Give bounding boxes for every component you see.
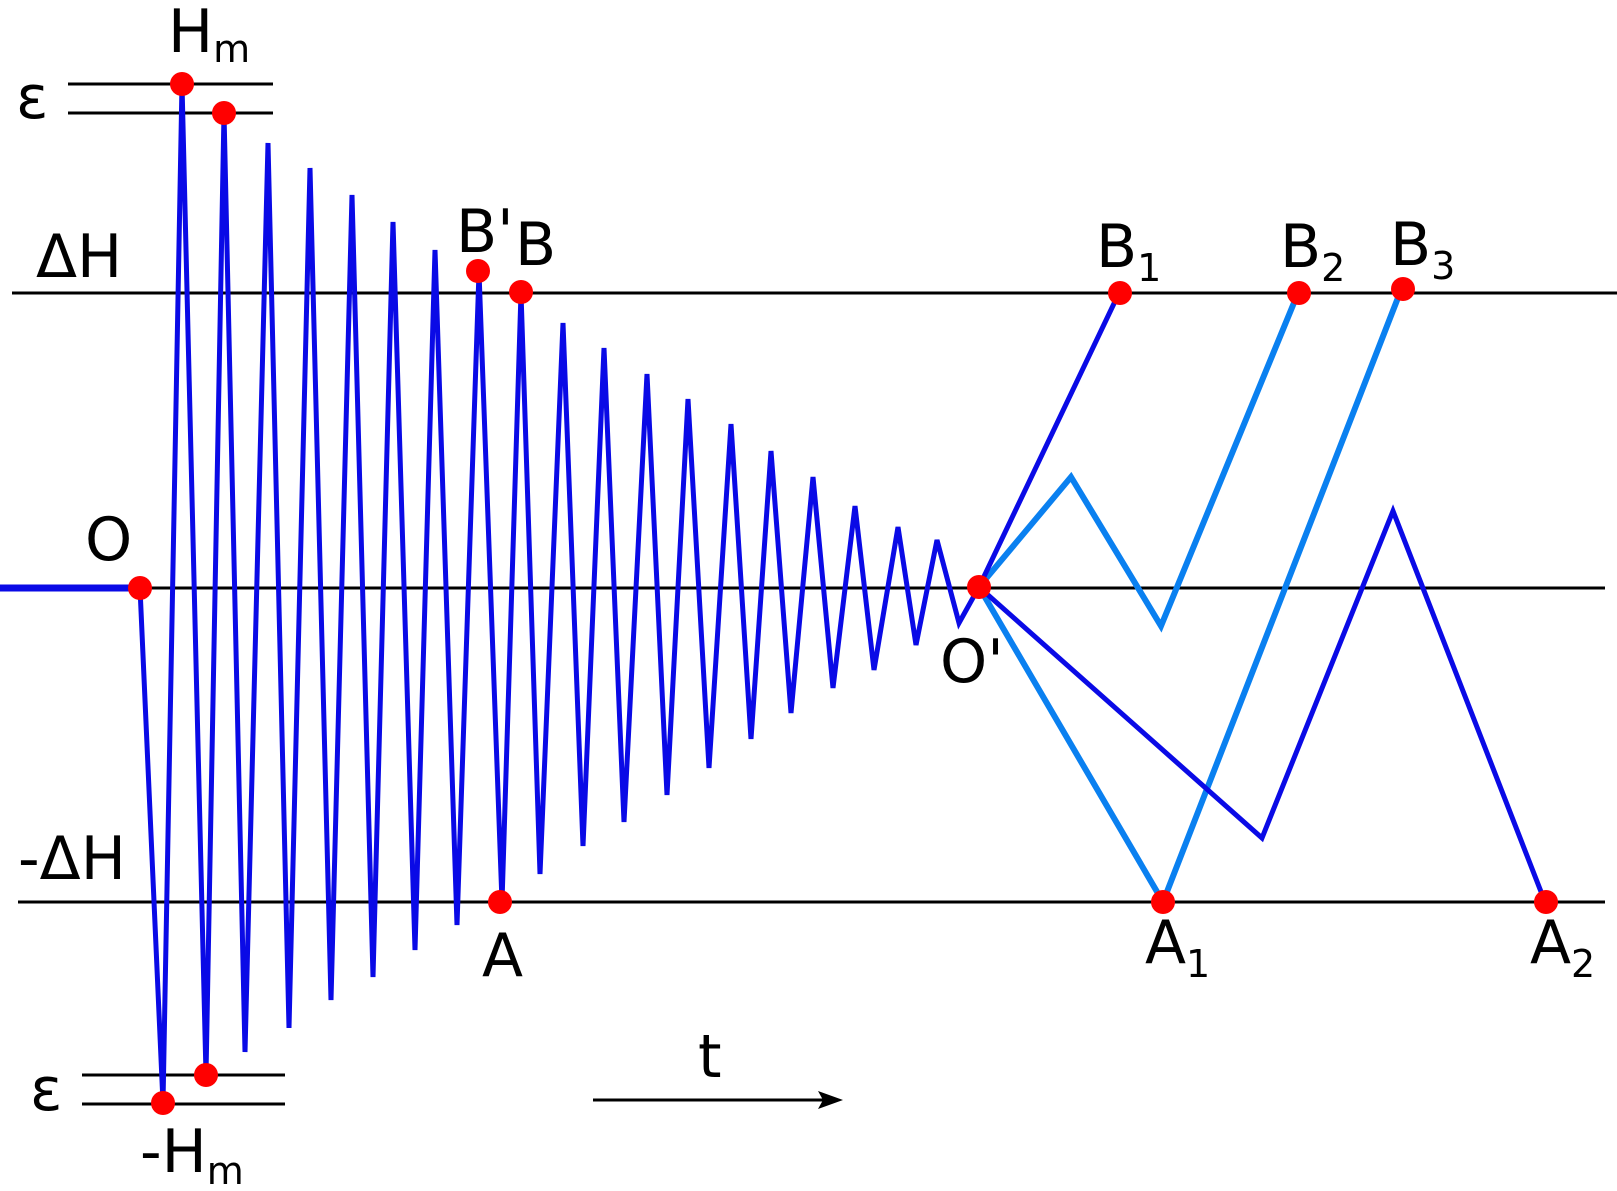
epsilon-bottom-label: ε (30, 1055, 62, 1125)
b-prime-label: B' (456, 197, 514, 267)
delta-h-label: ΔH (36, 222, 122, 292)
damped-oscillation-wave (137, 83, 982, 1104)
b-label: B (515, 210, 556, 280)
hm-bottom-label: -Hm (140, 1117, 244, 1186)
a1-label: A1 (1145, 908, 1210, 986)
overshoot-wave-b1 (976, 291, 1122, 589)
o-prime-label: O' (940, 627, 1004, 697)
b2-label: B2 (1280, 212, 1345, 290)
point-a (488, 890, 512, 914)
point-epsilon-bottom (194, 1063, 218, 1087)
point-b3 (1391, 277, 1415, 301)
b3-label: B3 (1390, 210, 1455, 288)
t-label: t (698, 1022, 722, 1092)
point-b-prime (466, 259, 490, 283)
hm-top-label: Hm (168, 0, 250, 71)
epsilon-top-label: ε (16, 63, 48, 133)
point-hm-bottom (151, 1091, 175, 1115)
overshoot-wave-b3 (976, 288, 1404, 909)
a2-label: A2 (1530, 908, 1595, 986)
point-epsilon-top (212, 101, 236, 125)
point-o-prime (967, 575, 991, 599)
a-label: A (482, 921, 523, 991)
time-arrow (593, 1091, 843, 1109)
point-b (509, 280, 533, 304)
o-label: O (85, 505, 132, 575)
point-a1 (1151, 890, 1175, 914)
point-hm-top (170, 72, 194, 96)
neg-delta-h-label: -ΔH (18, 824, 126, 894)
point-b2 (1287, 281, 1311, 305)
reference-lines (12, 82, 1617, 1106)
point-a2 (1534, 890, 1558, 914)
marker-points (128, 72, 1558, 1115)
b1-label: B1 (1096, 212, 1161, 290)
overshoot-wave-a2 (977, 504, 1548, 903)
point-b1 (1108, 281, 1132, 305)
overshoot-wave-a1-b2 (976, 291, 1301, 633)
point-o (128, 576, 152, 600)
